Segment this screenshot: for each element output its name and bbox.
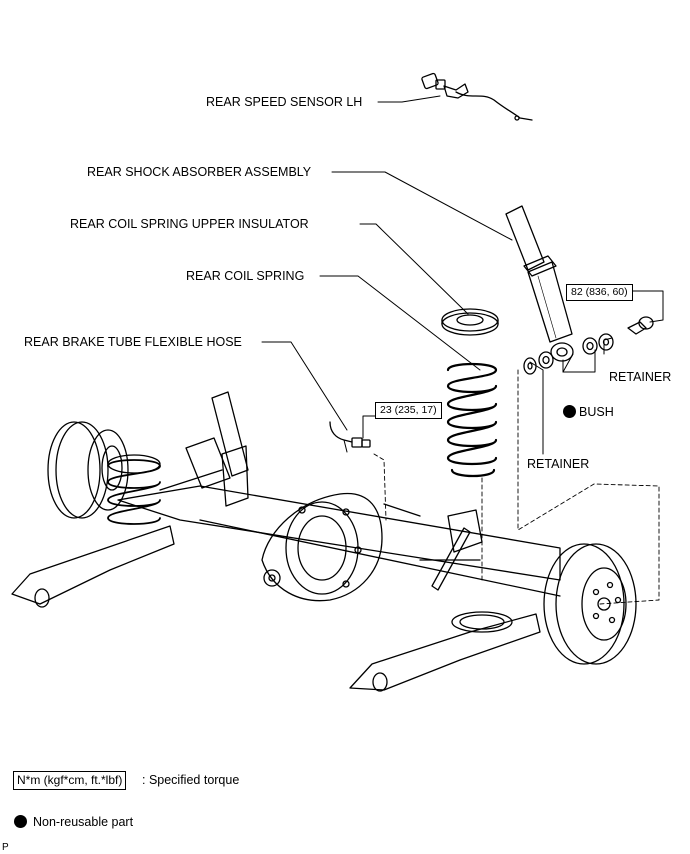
- label-retainer-lower: RETAINER: [527, 457, 590, 471]
- label-rear-speed-sensor: REAR SPEED SENSOR LH: [206, 95, 363, 109]
- legend-torque-desc: : Specified torque: [142, 773, 240, 787]
- dashed-guides: [373, 369, 660, 605]
- legend-torque-units: N*m (kgf*cm, ft.*lbf): [13, 771, 127, 790]
- leader-lines: [261, 95, 664, 455]
- label-bush: BUSH: [579, 405, 614, 419]
- label-retainer-upper: RETAINER: [609, 370, 672, 384]
- label-rear-shock-absorber: REAR SHOCK ABSORBER ASSEMBLY: [87, 165, 312, 179]
- legend-nonreusable-desc: Non-reusable part: [33, 815, 134, 829]
- upper-insulator-part: [441, 308, 499, 336]
- rear-axle-assembly: [11, 391, 637, 692]
- nonreusable-dot-icon: [563, 405, 576, 418]
- coil-spring-part: [446, 362, 498, 478]
- legend-nonreusable-dot-icon: [14, 815, 27, 828]
- label-flexible-hose: REAR BRAKE TUBE FLEXIBLE HOSE: [24, 335, 242, 349]
- bush-retainer-parts: [523, 316, 654, 375]
- torque-shock-nut: 82 (836, 60): [566, 284, 633, 301]
- shock-absorber-part: [505, 205, 574, 362]
- speed-sensor-part: [421, 72, 533, 121]
- flexible-hose-part: [329, 421, 371, 453]
- corner-code: P: [2, 842, 9, 853]
- label-coil-spring: REAR COIL SPRING: [186, 269, 305, 283]
- label-upper-insulator: REAR COIL SPRING UPPER INSULATOR: [70, 217, 309, 231]
- torque-hose-bolt: 23 (235, 17): [375, 402, 442, 419]
